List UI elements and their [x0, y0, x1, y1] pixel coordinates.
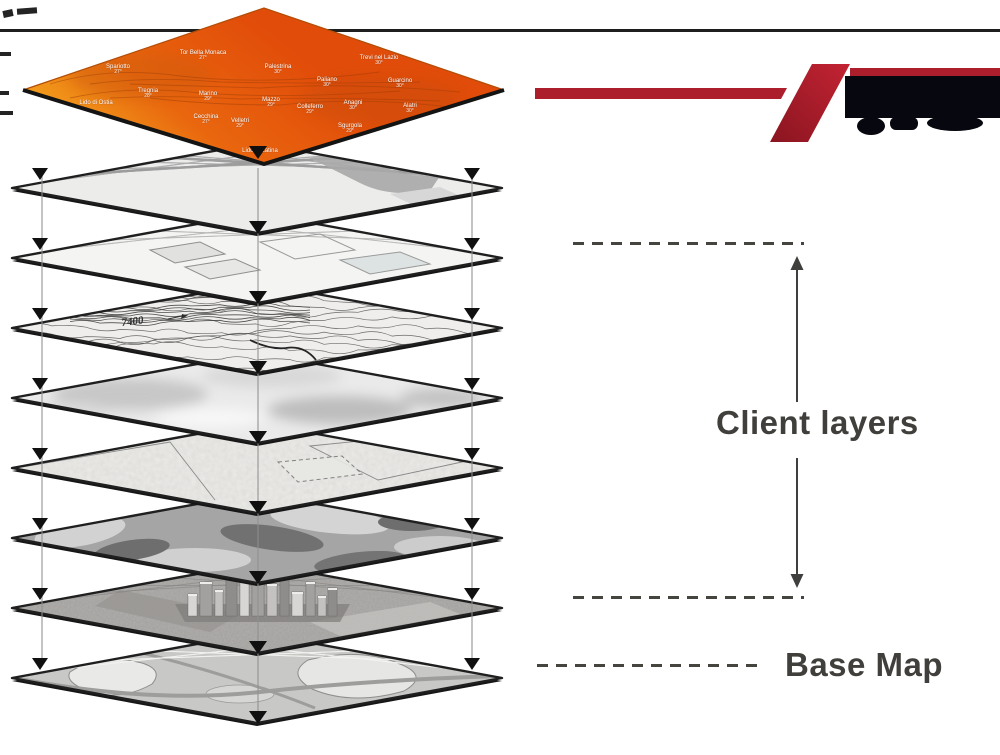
city-temperature-label: Lido di Latina [242, 148, 278, 154]
client-layers-top-boundary-line [573, 242, 804, 245]
client-layers-extent-arrow-up [790, 256, 804, 402]
layer-district-basemap [10, 631, 504, 726]
base-map-pointer-line [537, 664, 763, 667]
client-layers-extent-arrow-down [790, 458, 804, 588]
layer-contour-lines: 7400 [10, 281, 504, 376]
layer-terrain-camo [10, 491, 504, 586]
base-map-label: Base Map [785, 646, 944, 683]
top-divider-line [0, 29, 1000, 32]
client-layers-label: Client layers [716, 404, 919, 441]
layer-aerial-city [10, 561, 504, 656]
layer-hillshade [10, 351, 504, 446]
crop-artifact-mark [0, 111, 13, 115]
logo-red-top-strip [850, 68, 1000, 76]
logo-wordmark-partial [845, 76, 1000, 135]
client-layers-bottom-boundary-line [573, 596, 804, 599]
crop-artifact-mark [0, 52, 11, 56]
brand-logo [530, 55, 1000, 155]
brand-logo-graphic [535, 64, 1000, 142]
crop-artifact-mark [0, 91, 9, 95]
layer-road-network [10, 141, 504, 236]
city-temperature-label: Lido di Ostia [79, 100, 113, 106]
logo-red-wedge-icon [770, 64, 850, 142]
svg-text:7400: 7400 [121, 314, 145, 329]
logo-red-bar [535, 88, 787, 99]
